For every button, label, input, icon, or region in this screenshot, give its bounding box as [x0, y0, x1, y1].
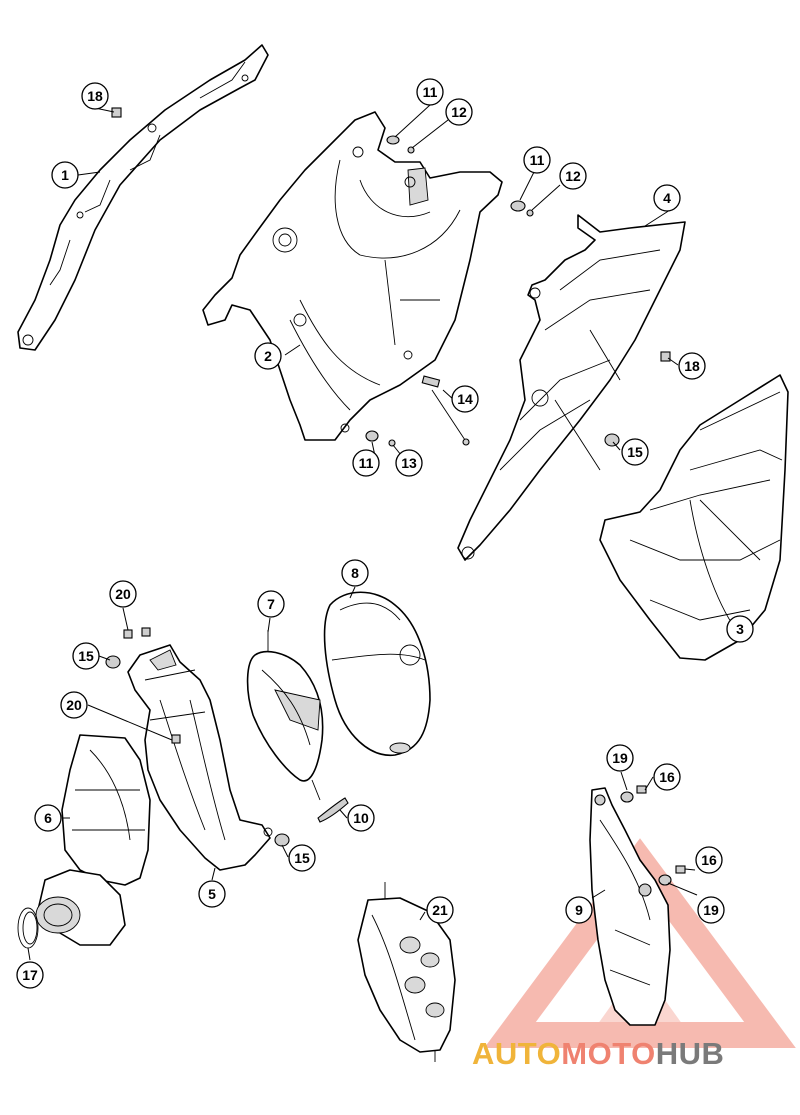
part-filter-cage [246, 630, 324, 801]
svg-text:11: 11 [359, 455, 374, 471]
svg-text:4: 4 [663, 190, 671, 206]
callout-15-right: 15 [621, 438, 649, 466]
part-clip [317, 797, 349, 823]
svg-text:10: 10 [353, 810, 369, 826]
callout-2: 2 [254, 342, 282, 370]
svg-text:19: 19 [703, 902, 719, 918]
callout-16-right: 18 [678, 352, 706, 380]
callout-11-bottom: 11 [352, 449, 380, 477]
part-heat-shield [589, 787, 671, 1026]
callout-20-mid: 20 [60, 691, 88, 719]
svg-text:11: 11 [530, 152, 545, 168]
svg-text:16: 16 [701, 852, 717, 868]
callout-18-bottom: 16 [695, 846, 723, 874]
svg-text:12: 12 [451, 104, 467, 120]
svg-text:5: 5 [208, 886, 216, 902]
part-lower-housing [357, 882, 456, 1062]
callout-15-left: 15 [72, 642, 100, 670]
svg-text:18: 18 [684, 358, 700, 374]
callout-5: 5 [198, 880, 226, 908]
svg-text:15: 15 [294, 850, 310, 866]
callout-16-top: 18 [81, 82, 109, 110]
callout-17: 17 [16, 961, 44, 989]
svg-text:8: 8 [351, 565, 359, 581]
callout-10: 10 [347, 804, 375, 832]
callout-21: 21 [426, 896, 454, 924]
svg-text:15: 15 [627, 444, 643, 460]
watermark-auto: AUTO [472, 1036, 562, 1071]
callout-8: 8 [341, 559, 369, 587]
hardware-18-19 [620, 785, 686, 886]
svg-text:19: 19 [612, 750, 628, 766]
callout-18-top: 16 [653, 763, 681, 791]
part-intake-duct [35, 734, 151, 946]
svg-text:2: 2 [264, 348, 272, 364]
part-filter-cover [323, 591, 431, 756]
svg-text:13: 13 [401, 455, 417, 471]
svg-text:1: 1 [61, 167, 69, 183]
part-side-cover-right [457, 214, 686, 561]
callout-7: 7 [257, 590, 285, 618]
watermark-logo-text: AUTOMOTOHUB [472, 1036, 792, 1076]
part-bolt-14 [421, 375, 470, 446]
watermark-moto: MOTO [561, 1036, 656, 1071]
hardware-items [105, 107, 671, 847]
callout-19-top: 19 [606, 744, 634, 772]
svg-text:20: 20 [66, 697, 82, 713]
callout-19-bottom: 19 [697, 896, 725, 924]
callout-4: 4 [653, 184, 681, 212]
callout-13: 13 [395, 449, 423, 477]
part-hose-clamp [17, 907, 39, 949]
svg-text:12: 12 [565, 168, 581, 184]
svg-text:6: 6 [44, 810, 52, 826]
svg-text:7: 7 [267, 596, 275, 612]
callout-12-top: 12 [445, 98, 473, 126]
callout-20-top: 20 [109, 580, 137, 608]
callout-6: 6 [34, 804, 62, 832]
svg-text:21: 21 [432, 902, 448, 918]
callout-14: 14 [451, 385, 479, 413]
svg-text:11: 11 [423, 84, 438, 100]
svg-text:15: 15 [78, 648, 94, 664]
callout-1: 1 [51, 161, 79, 189]
callout-15-bottom: 15 [288, 844, 316, 872]
callout-3: 3 [726, 615, 754, 643]
svg-text:20: 20 [115, 586, 131, 602]
part-screws-20 [123, 627, 181, 744]
part-side-panel [599, 374, 789, 661]
part-airbox-body [127, 644, 273, 871]
part-side-rail [17, 44, 269, 351]
svg-text:16: 16 [659, 769, 675, 785]
svg-text:17: 17 [22, 967, 38, 983]
callout-9: 9 [565, 896, 593, 924]
watermark-hub: HUB [655, 1036, 725, 1071]
callout-11-top: 11 [416, 78, 444, 106]
svg-text:3: 3 [736, 621, 744, 637]
svg-text:14: 14 [457, 391, 473, 407]
svg-text:9: 9 [575, 902, 583, 918]
callout-11-mid: 11 [523, 146, 551, 174]
svg-text:18: 18 [87, 88, 103, 104]
callout-12-mid: 12 [559, 162, 587, 190]
